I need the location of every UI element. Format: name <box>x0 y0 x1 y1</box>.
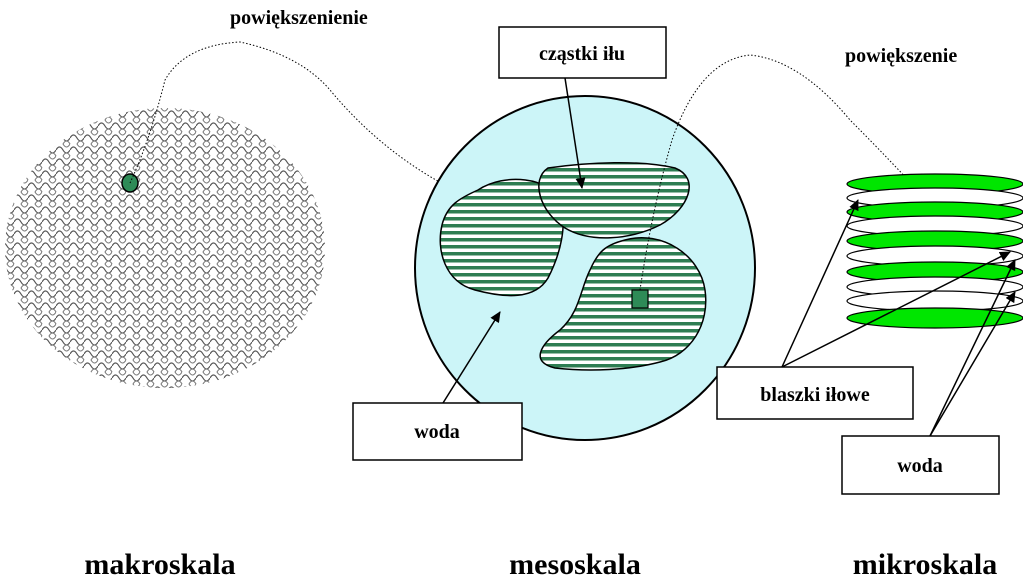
magnification-right-label: powiększenie <box>845 45 957 67</box>
clay-platelet <box>847 308 1023 328</box>
magnification-left-label: powiększenienie <box>230 7 368 29</box>
scale-macro-label: makroskala <box>84 548 235 581</box>
clay-particles-label: cząstki iłu <box>539 43 625 65</box>
clay-platelets-label: blaszki iłowe <box>760 384 870 406</box>
meso-sample-point <box>632 290 648 308</box>
clay-platelets-arrow <box>782 200 858 367</box>
scale-meso-label: mesoskala <box>509 548 641 581</box>
water-meso-label: woda <box>414 421 460 443</box>
macro-soil-ellipse <box>5 108 325 388</box>
platelet-stack <box>847 174 1023 328</box>
scale-micro-label: mikroskala <box>853 548 997 581</box>
water-micro-label: woda <box>897 455 943 477</box>
